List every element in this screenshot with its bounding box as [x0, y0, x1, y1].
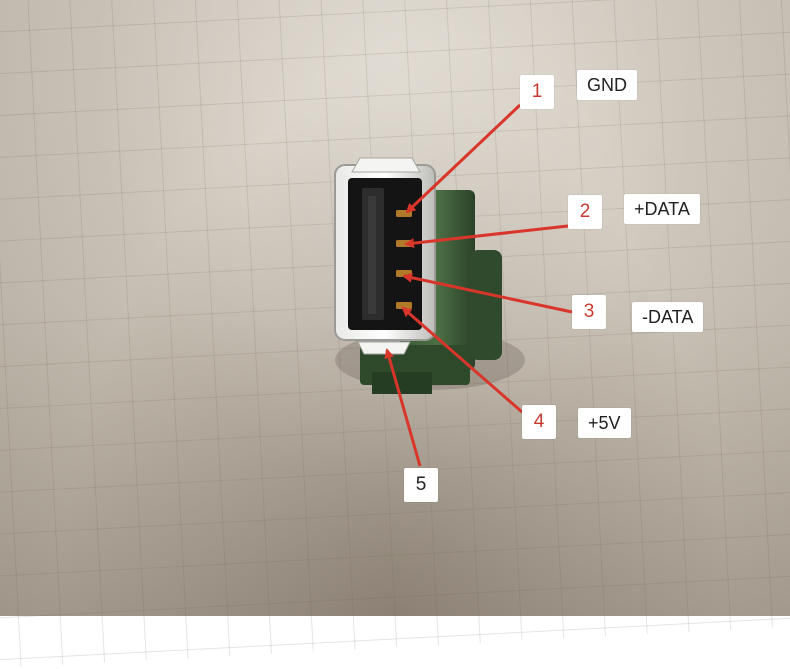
tongue-highlight — [368, 196, 376, 314]
arrow-pin-5 — [384, 348, 422, 467]
signal-label-plus-5v: +5V — [578, 408, 631, 438]
arrow-pin-1 — [405, 103, 522, 214]
pin-number-3: 3 — [572, 295, 606, 329]
arrow-pin-2 — [404, 224, 569, 249]
pin-number-2: 2 — [568, 195, 602, 229]
pin-number-4: 4 — [522, 405, 556, 439]
signal-label-plus-data: +DATA — [624, 194, 700, 224]
signal-label-gnd: GND — [577, 70, 637, 100]
pin-number-1: 1 — [520, 75, 554, 109]
arrow-pin-3 — [402, 272, 573, 314]
pin-number-5: 5 — [404, 468, 438, 502]
arrow-pin-4 — [401, 306, 523, 414]
pin-arrows — [384, 103, 573, 467]
usb-connector-illustration — [334, 103, 573, 467]
signal-label-minus-data: -DATA — [632, 302, 704, 332]
